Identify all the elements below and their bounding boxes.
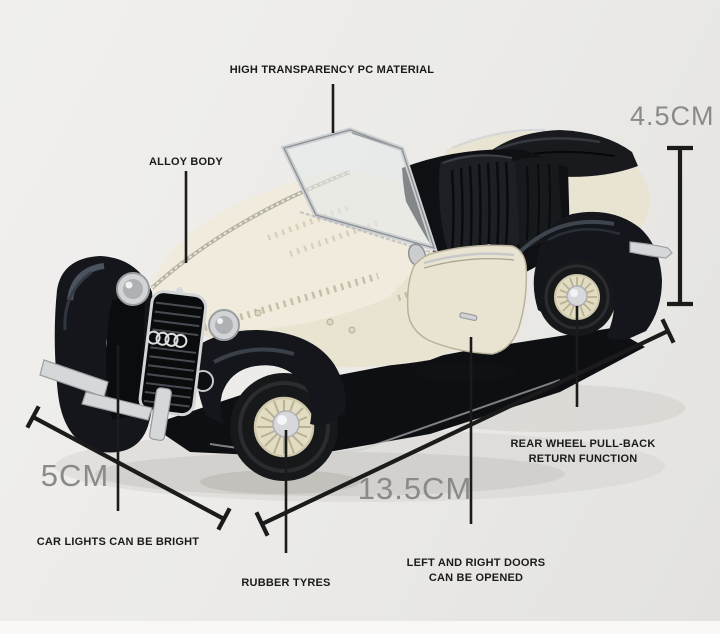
label-car-lights: CAR LIGHTS CAN BE BRIGHT xyxy=(36,536,200,548)
headlight-right xyxy=(208,309,240,341)
label-doors: LEFT AND RIGHT DOORS CAN BE OPENED xyxy=(386,556,566,586)
dimension-line-length xyxy=(254,318,676,537)
dimension-line-front-width xyxy=(25,405,232,531)
grille-rings-emblem xyxy=(146,330,188,348)
label-doors-line2: CAN BE OPENED xyxy=(428,572,524,584)
dimension-length-value: 13.5CM xyxy=(357,471,473,506)
hood-ornament xyxy=(176,286,184,294)
dimension-height-value: 4.5CM xyxy=(630,101,715,131)
car-open-door xyxy=(406,244,528,381)
background-bottom-strip xyxy=(0,621,720,634)
label-rear-wheel-line2: RETURN FUNCTION xyxy=(528,453,638,465)
label-doors-line1: LEFT AND RIGHT DOORS xyxy=(406,557,546,569)
car-grille xyxy=(138,286,208,417)
label-rubber-tyres: RUBBER TYRES xyxy=(241,577,331,589)
car-engine-bay-shadow xyxy=(106,296,145,420)
headlight-left xyxy=(116,272,150,306)
dimension-front-width-value: 5CM xyxy=(40,458,110,493)
label-alloy-body: ALLOY BODY xyxy=(149,156,223,168)
car-rear-bumper xyxy=(629,241,673,259)
label-pc-material: HIGH TRANSPARENCY PC MATERIAL xyxy=(229,64,435,76)
door-handle xyxy=(459,312,478,321)
label-rear-wheel-line1: REAR WHEEL PULL-BACK xyxy=(510,438,656,450)
dimension-line-height xyxy=(667,145,693,307)
label-rear-wheel: REAR WHEEL PULL-BACK RETURN FUNCTION xyxy=(493,437,673,467)
